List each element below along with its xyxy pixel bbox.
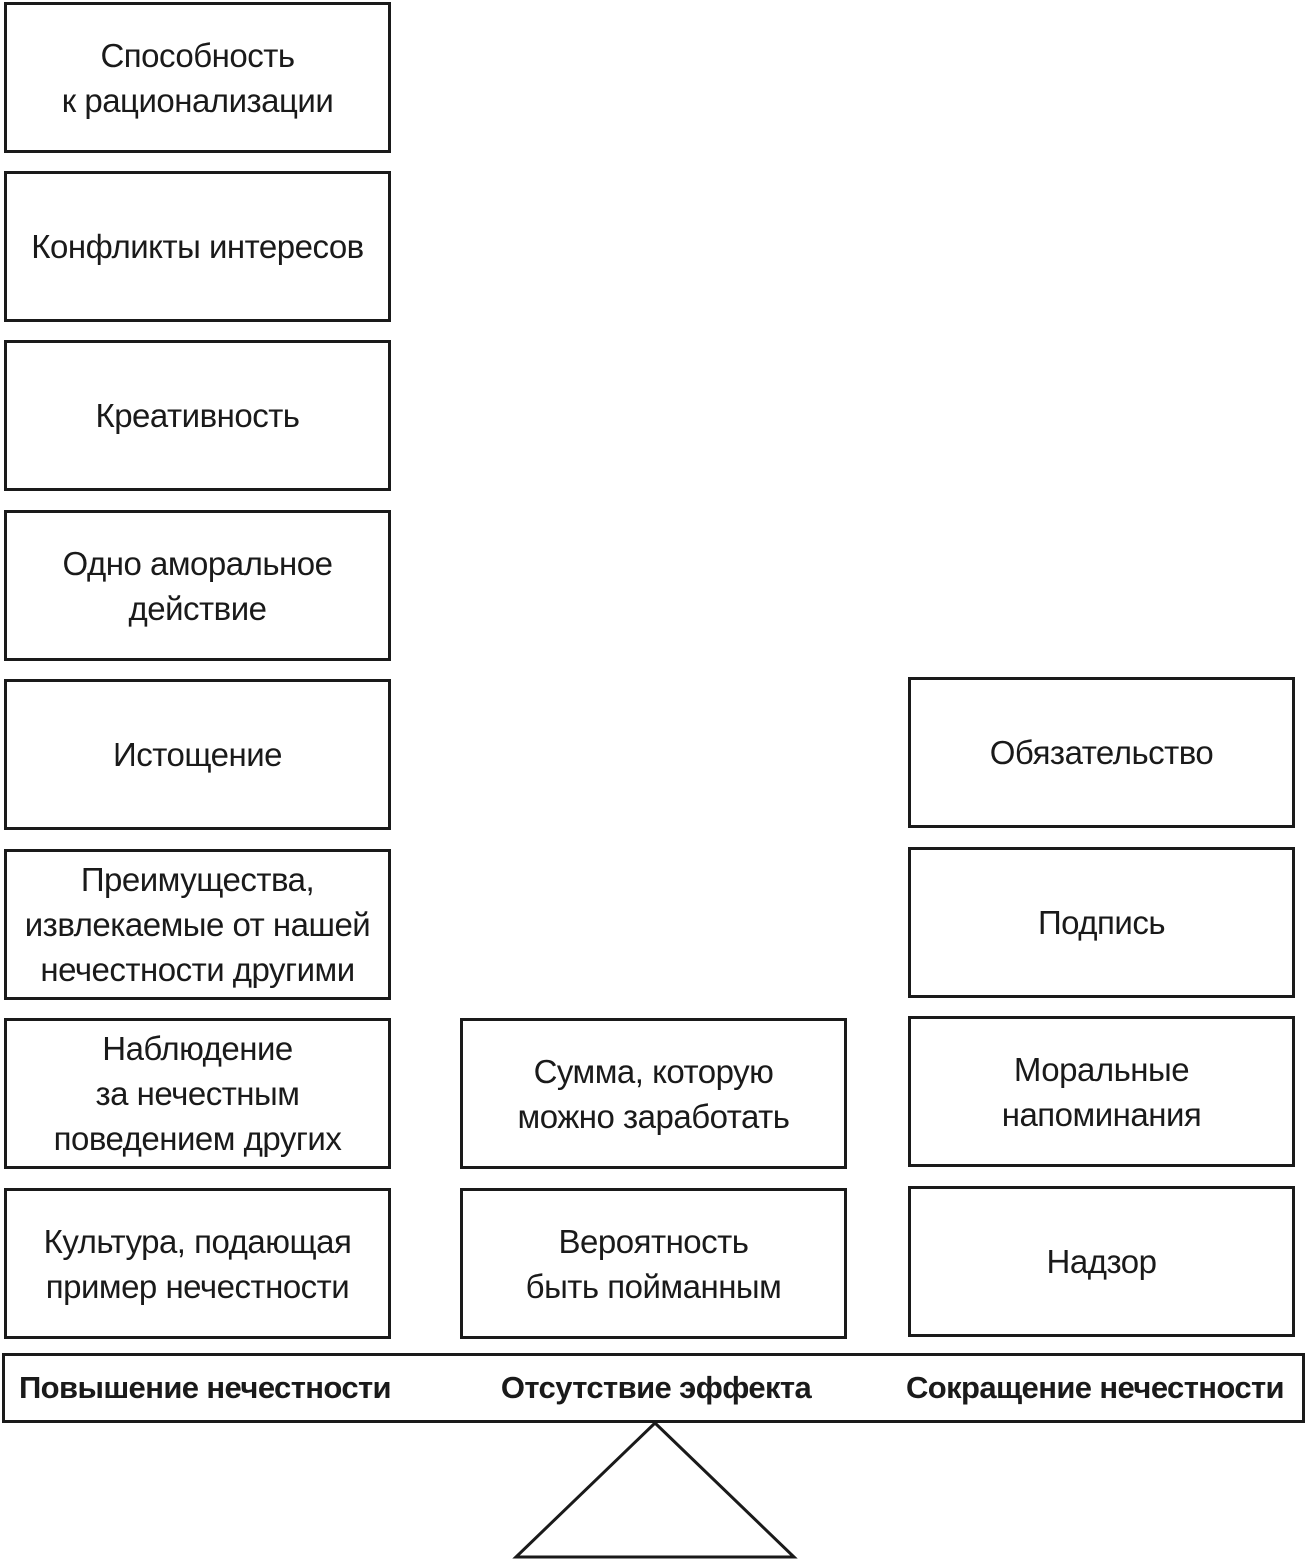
increase-factor-box: Истощение	[4, 679, 391, 830]
no-effect-factor-box: Сумма, которую можно заработать	[460, 1018, 847, 1169]
decrease-factor-box: Обязательство	[908, 677, 1295, 828]
increase-factor-box: Культура, подающая пример нечестности	[4, 1188, 391, 1339]
increase-factor-box: Конфликты интересов	[4, 171, 391, 322]
increase-factor-box: Креативность	[4, 340, 391, 491]
no-effect-label: Отсутствие эффекта	[500, 1370, 812, 1405]
increase-label: Повышение нечестности	[18, 1370, 392, 1405]
fulcrum-triangle	[512, 1420, 798, 1559]
no-effect-factor-box: Вероятность быть пойманным	[460, 1188, 847, 1339]
balance-beam: Повышение нечестности Отсутствие эффекта…	[2, 1353, 1305, 1423]
decrease-factor-box: Надзор	[908, 1186, 1295, 1337]
decrease-label: Сокращение нечестности	[905, 1370, 1285, 1405]
increase-factor-box: Одно аморальное действие	[4, 510, 391, 661]
increase-factor-box: Наблюдение за нечестным поведением други…	[4, 1018, 391, 1169]
increase-factor-box: Способность к рационализации	[4, 2, 391, 153]
decrease-factor-box: Моральные напоминания	[908, 1016, 1295, 1167]
increase-factor-box: Преимущества, извлекаемые от нашей нечес…	[4, 849, 391, 1000]
decrease-factor-box: Подпись	[908, 847, 1295, 998]
